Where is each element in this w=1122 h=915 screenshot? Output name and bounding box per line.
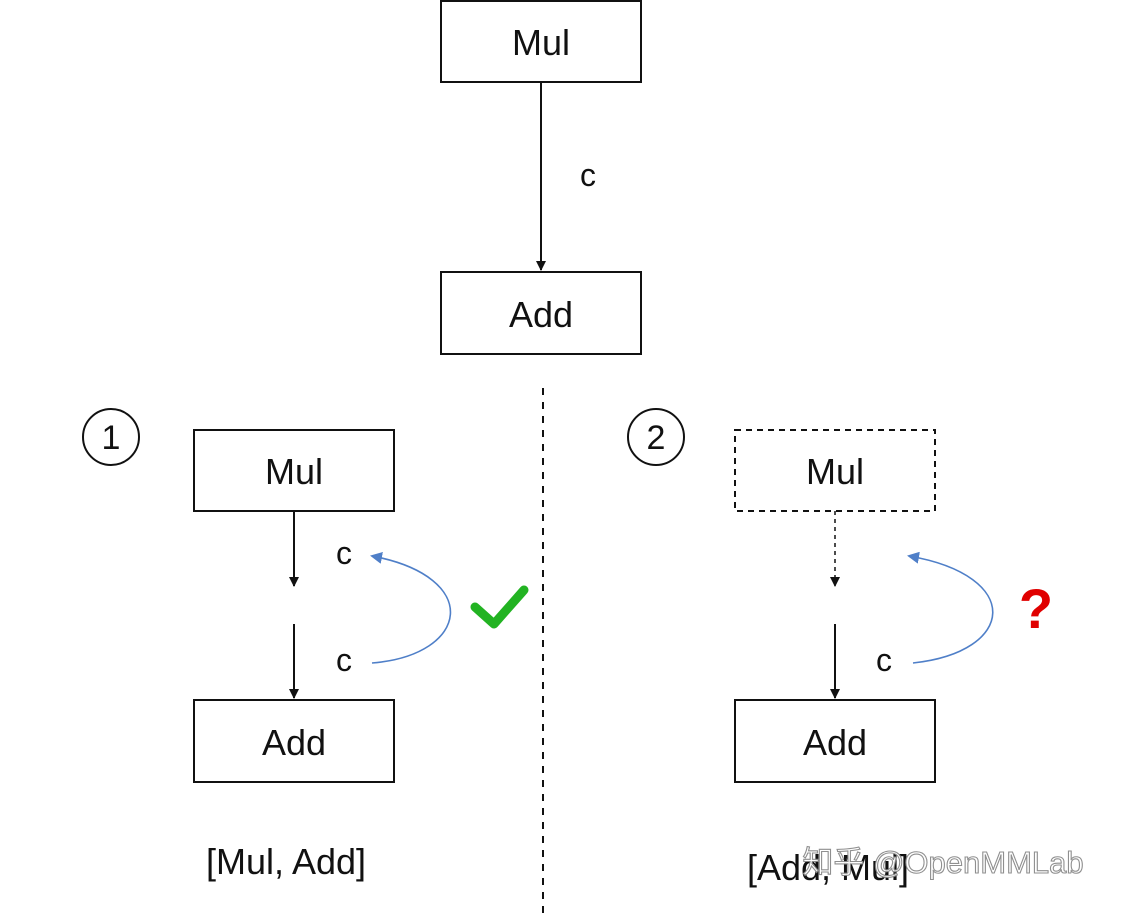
top-mul-label: Mul <box>512 22 570 63</box>
top-add-label: Add <box>509 294 573 335</box>
option-2-number: 2 <box>647 419 666 457</box>
left-order-label: [Mul, Add] <box>206 841 366 882</box>
right-order-label: [Add, Mul] <box>747 847 909 888</box>
right-add-node <box>734 699 936 783</box>
top-add-node <box>440 271 642 355</box>
left-edge-label-bottom: c <box>336 642 352 678</box>
option-2-circle <box>627 408 685 466</box>
top-graph: Mul c Add <box>440 0 642 355</box>
left-reorder-curve <box>370 551 452 664</box>
left-edge-label-top: c <box>336 535 352 571</box>
check-icon <box>470 585 529 629</box>
right-mul-label: Mul <box>806 451 864 492</box>
option-1-circle <box>82 408 140 466</box>
option-1-number: 1 <box>102 419 121 457</box>
right-edge-label: c <box>876 642 892 678</box>
right-add-label: Add <box>803 722 867 763</box>
left-add-node <box>193 699 395 783</box>
left-add-label: Add <box>262 722 326 763</box>
question-icon: ? <box>1019 577 1053 640</box>
top-edge-label: c <box>580 157 596 193</box>
right-mul-node-dashed <box>734 429 936 512</box>
left-mul-label: Mul <box>265 451 323 492</box>
right-option: 2 Mul c ? Add [Add, Mul] <box>627 408 1053 888</box>
watermark: 知乎 @OpenMMLab <box>802 845 1083 880</box>
right-reorder-curve <box>907 551 994 664</box>
left-option: 1 Mul c c Add [Mul, Add] <box>82 408 529 882</box>
top-mul-node <box>440 0 642 83</box>
